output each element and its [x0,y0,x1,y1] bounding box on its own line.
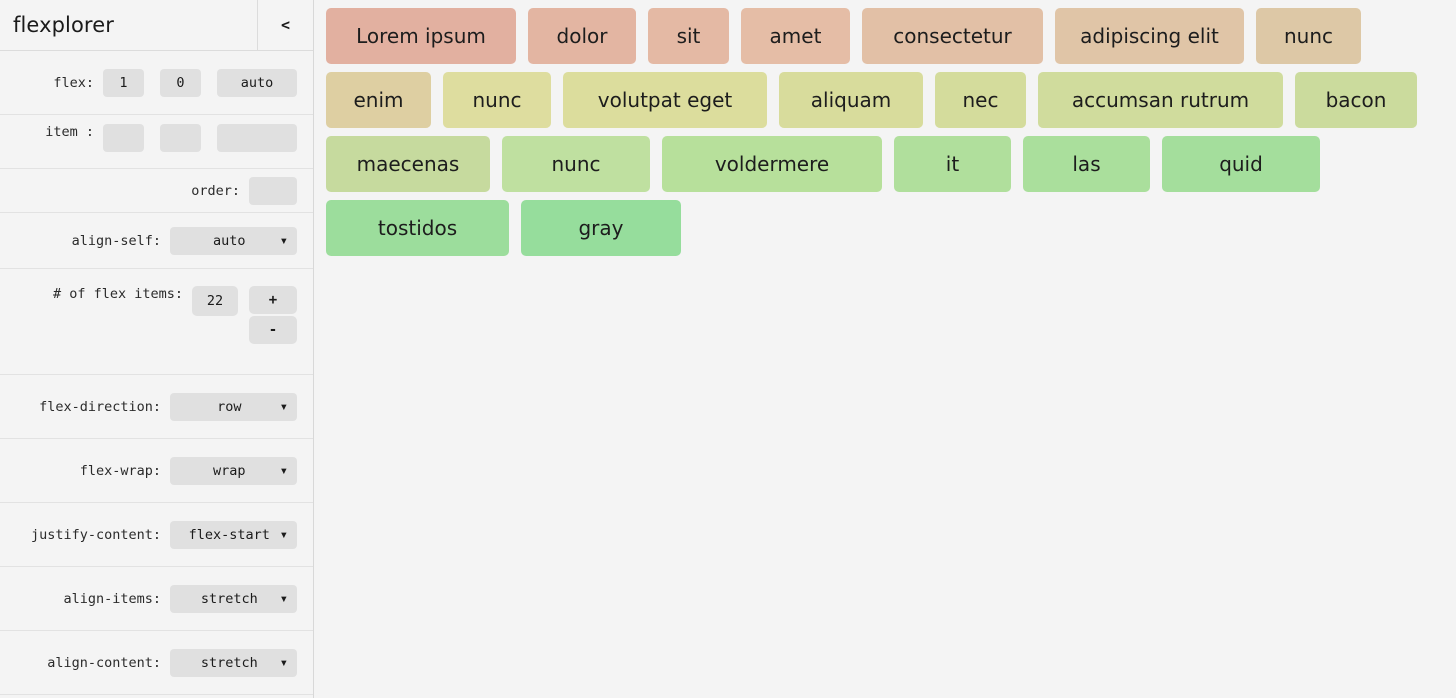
order-label: order: [191,182,240,199]
flex-item[interactable]: nec [935,72,1026,128]
row-flex: flex: [0,51,313,115]
flex-direction-select[interactable]: row ▾ [170,392,297,421]
flex-basis-input[interactable] [217,68,297,97]
row-flex-item-count: # of flex items: + - [0,269,313,375]
chevron-down-icon: ▾ [279,590,288,607]
row-align-self: align-self: auto ▾ [0,213,313,269]
sidebar-header: flexplorer < [0,0,313,51]
flex-grow-input[interactable] [103,68,144,97]
flex-item[interactable]: las [1023,136,1150,192]
flex-direction-value: row [217,398,242,415]
chevron-down-icon: ▾ [279,654,288,671]
row-justify-content: justify-content: flex-start ▾ [0,503,313,567]
flex-wrap-select[interactable]: wrap ▾ [170,456,297,485]
flex-item[interactable]: tostidos [326,200,509,256]
flex-item[interactable]: aliquam [779,72,923,128]
flex-wrap-value: wrap [213,462,246,479]
align-content-select[interactable]: stretch ▾ [170,648,297,677]
align-content-label: align-content: [47,654,161,671]
row-flex-wrap: flex-wrap: wrap ▾ [0,439,313,503]
align-items-select[interactable]: stretch ▾ [170,584,297,613]
row-align-items: align-items: stretch ▾ [0,567,313,631]
flex-item[interactable]: nunc [502,136,650,192]
align-self-value: auto [213,232,246,249]
flex-label: flex: [53,74,94,91]
align-items-value: stretch [200,590,258,607]
decrement-button[interactable]: - [249,316,297,344]
chevron-down-icon: ▾ [279,232,288,249]
flex-item[interactable]: maecenas [326,136,490,192]
row-item: item : [0,115,313,169]
order-input[interactable] [249,176,297,205]
controls-sidebar: flexplorer < flex: item : order: align-s… [0,0,314,698]
flex-item[interactable]: enim [326,72,431,128]
flex-item-count-stepper: + - [249,286,297,344]
flex-item[interactable]: volutpat eget [563,72,767,128]
flex-item[interactable]: nunc [1256,8,1361,64]
chevron-down-icon: ▾ [279,462,288,479]
flex-item[interactable]: dolor [528,8,636,64]
flex-item[interactable]: quid [1162,136,1320,192]
align-self-select[interactable]: auto ▾ [170,226,297,255]
flex-item[interactable]: nunc [443,72,551,128]
align-content-value: stretch [200,654,258,671]
flex-item[interactable]: voldermere [662,136,882,192]
flex-item-count-label: # of flex items: [52,286,183,302]
align-self-label: align-self: [71,232,161,249]
flex-item[interactable]: amet [741,8,850,64]
flex-item[interactable]: adipiscing elit [1055,8,1244,64]
flex-item[interactable]: it [894,136,1011,192]
justify-content-label: justify-content: [30,526,161,543]
flex-wrap-label: flex-wrap: [79,462,161,479]
flex-item-count-input[interactable] [192,286,238,316]
flex-item[interactable]: gray [521,200,681,256]
flex-direction-label: flex-direction: [39,398,161,415]
justify-content-select[interactable]: flex-start ▾ [170,520,297,549]
item-basis-input[interactable] [217,124,297,152]
item-label: item : [45,124,94,140]
chevron-left-icon[interactable]: < [257,0,313,50]
increment-button[interactable]: + [249,286,297,314]
chevron-down-icon: ▾ [279,398,288,415]
flex-item[interactable]: sit [648,8,729,64]
flex-item[interactable]: accumsan rutrum [1038,72,1283,128]
align-items-label: align-items: [63,590,161,607]
item-grow-input[interactable] [103,124,144,152]
flex-shrink-input[interactable] [160,68,201,97]
flex-item[interactable]: bacon [1295,72,1417,128]
row-align-content: align-content: stretch ▾ [0,631,313,695]
justify-content-value: flex-start [188,526,270,543]
row-flex-direction: flex-direction: row ▾ [0,375,313,439]
flex-item[interactable]: consectetur [862,8,1043,64]
flex-item[interactable]: Lorem ipsum [326,8,516,64]
item-shrink-input[interactable] [160,124,201,152]
chevron-down-icon: ▾ [279,526,288,543]
app-title: flexplorer [13,13,114,37]
row-order: order: [0,169,313,213]
